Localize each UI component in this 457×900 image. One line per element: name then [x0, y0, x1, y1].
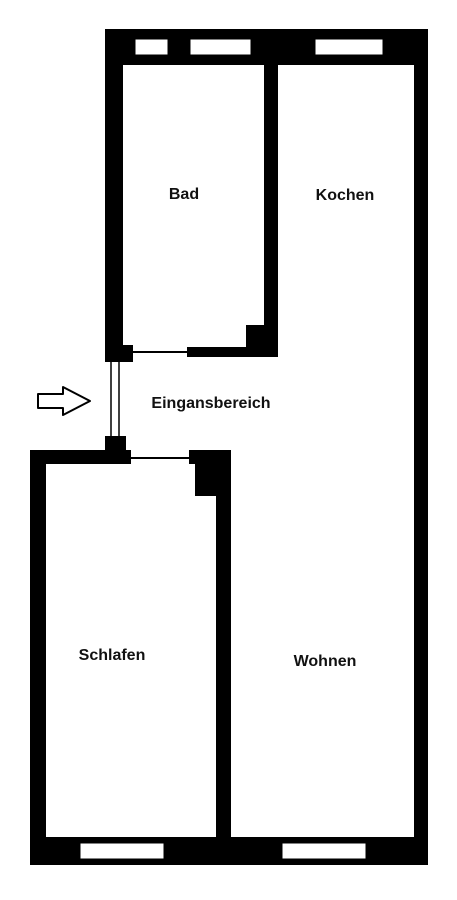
- arrow-right-outline-icon: [37, 386, 91, 416]
- room-label-bad: Bad: [169, 186, 199, 203]
- window-top-1: [134, 38, 169, 56]
- bad-kochen-wall: [264, 29, 278, 355]
- bad-bottom-wall: [187, 347, 278, 357]
- windows: [79, 38, 384, 860]
- schlafen-top-wall: [30, 450, 131, 464]
- window-top-3: [314, 38, 384, 56]
- room-label-schlafen: Schlafen: [79, 647, 146, 664]
- schlafen-left-wall: [30, 450, 46, 865]
- window-bottom-2: [281, 842, 367, 860]
- right-outer-wall: [414, 29, 428, 865]
- room-label-wohnen: Wohnen: [294, 653, 357, 670]
- schlafen-corner-block: [195, 450, 217, 496]
- window-top-2: [189, 38, 252, 56]
- doors: [110, 351, 189, 459]
- entrance-doorpost-upper: [105, 345, 133, 362]
- window-bottom-1: [79, 842, 165, 860]
- room-label-kochen: Kochen: [316, 187, 375, 204]
- walls: [30, 29, 428, 865]
- room-label-eingangsbereich: Eingansbereich: [151, 395, 270, 412]
- bad-corner-block: [246, 325, 278, 357]
- left-wall-upper: [105, 29, 123, 360]
- entrance-doorpost-lower: [105, 436, 126, 451]
- schlafen-wohnen-wall: [216, 450, 231, 838]
